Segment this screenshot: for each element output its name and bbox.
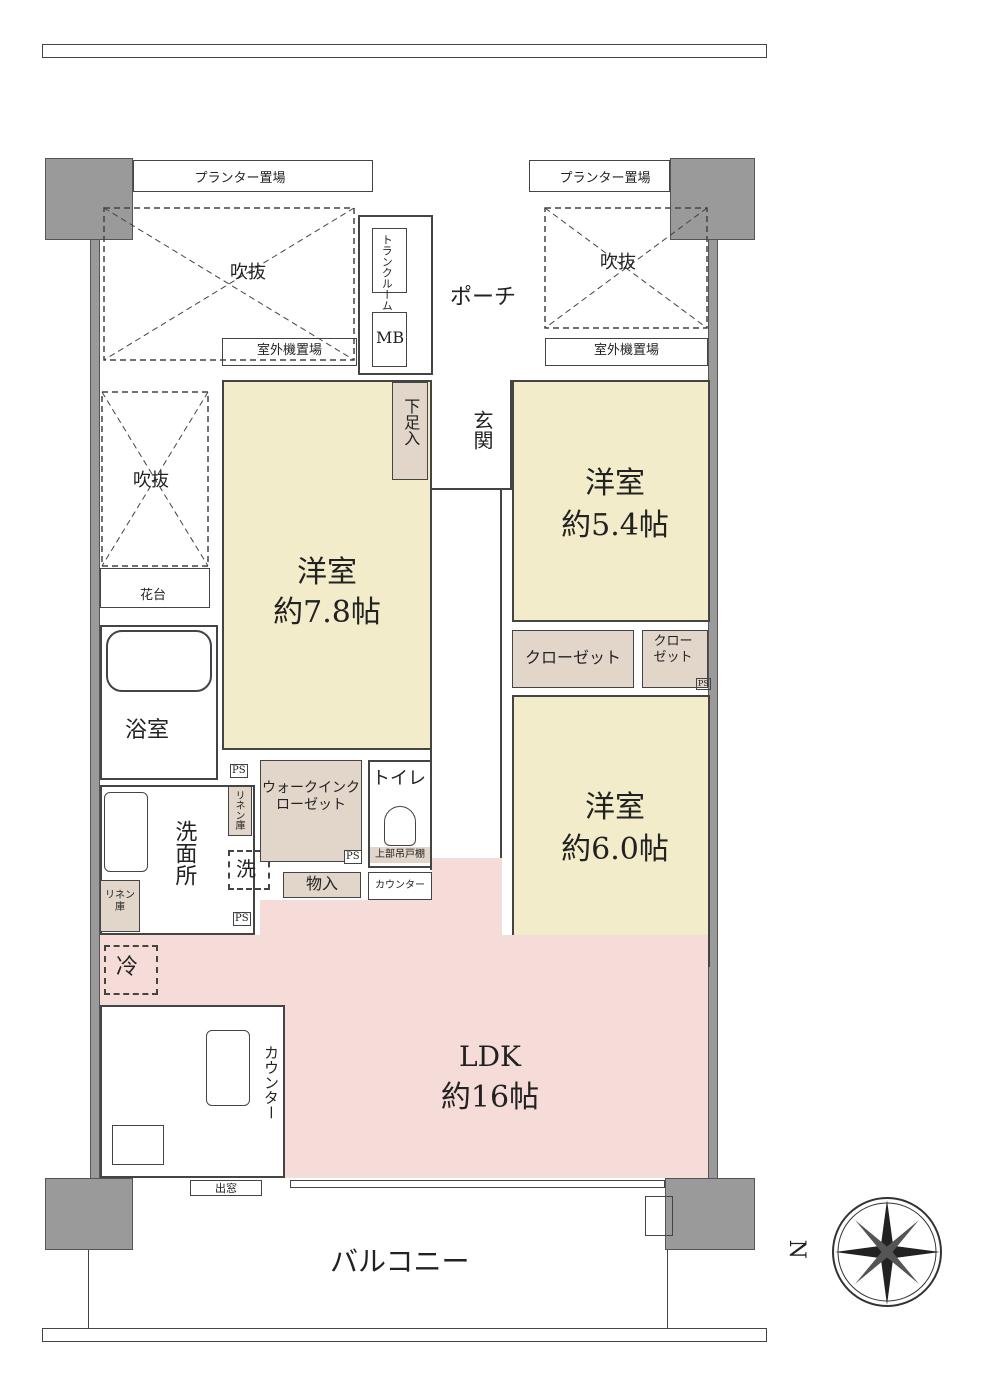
void-label-3: 吹抜 xyxy=(133,470,169,491)
room3-name: 洋室 xyxy=(585,790,645,825)
fridge-label: 冷 xyxy=(116,955,139,980)
planter-left-label: プランター置場 xyxy=(194,171,286,186)
void-cross xyxy=(544,207,708,329)
bottom-eave xyxy=(42,1328,767,1342)
left-wall xyxy=(90,160,100,1190)
north-label: N xyxy=(783,1239,809,1259)
outdoor-sink-icon xyxy=(645,1196,673,1236)
linen-1-label: リネン庫 xyxy=(233,790,244,830)
fridge-space xyxy=(104,945,158,995)
ps-2: PS xyxy=(233,912,251,926)
trunk-room xyxy=(372,228,407,293)
shoe-box xyxy=(392,382,428,480)
linen-2-label: リネン庫 xyxy=(105,890,135,913)
toilet-icon xyxy=(384,806,416,846)
closet-1-label: クローゼット xyxy=(524,648,621,667)
shoe-box-label: 下足入 xyxy=(401,398,421,446)
washroom-label: 洗面所 xyxy=(171,820,197,886)
balcony-label: バルコニー xyxy=(330,1245,470,1278)
planter-right-label: プランター置場 xyxy=(559,171,651,186)
bathroom xyxy=(100,625,218,780)
mb-label: MB xyxy=(376,328,405,347)
room1-name: 洋室 xyxy=(297,555,357,590)
column xyxy=(670,158,755,240)
room2-name: 洋室 xyxy=(585,466,645,501)
ldk-size: 約16帖 xyxy=(440,1080,540,1115)
ps-1: PS xyxy=(230,764,248,778)
western-room-2 xyxy=(512,380,710,622)
washroom xyxy=(100,785,255,935)
ps-3: PS xyxy=(344,850,362,864)
washer-space xyxy=(228,850,270,890)
void-cross xyxy=(103,207,355,361)
balcony xyxy=(88,1250,668,1328)
storage xyxy=(283,872,361,898)
washbasin-icon xyxy=(104,792,148,872)
compass-icon xyxy=(832,1197,942,1307)
outdoor-unit-right: 室外機置場 xyxy=(593,343,659,358)
toilet-label: トイレ xyxy=(372,768,426,789)
bath-label: 浴室 xyxy=(125,718,170,743)
walk-in-closet xyxy=(260,760,362,862)
void-label-1: 吹抜 xyxy=(230,262,266,283)
corridor xyxy=(430,490,502,870)
column xyxy=(45,158,133,240)
ps-4: PS xyxy=(696,678,711,690)
washer-label: 洗 xyxy=(236,857,256,881)
storage-label: 物入 xyxy=(305,874,338,893)
wic-label: ウォークインクローゼット xyxy=(262,780,360,813)
entrance-label: 玄関 xyxy=(470,410,494,450)
porch-label: ポーチ xyxy=(450,285,517,310)
outdoor-unit-left: 室外機置場 xyxy=(256,343,322,358)
ldk-name: LDK xyxy=(459,1040,521,1073)
kitchen-counter-label: カウンター xyxy=(262,1045,280,1120)
flower-bed-label: 花台 xyxy=(140,588,167,603)
void-cross xyxy=(101,391,209,567)
bay-window-label: 出窓 xyxy=(215,1182,237,1195)
mb xyxy=(372,312,407,367)
western-room-3 xyxy=(512,695,710,967)
trunk-room-label: トランクルーム xyxy=(380,234,394,311)
bathtub-icon xyxy=(106,630,212,692)
top-eave xyxy=(42,44,767,58)
closet-1 xyxy=(512,630,634,688)
upper-cabinet-label: 上部吊戸棚 xyxy=(375,849,425,860)
column xyxy=(45,1178,133,1250)
window xyxy=(290,1180,665,1188)
room3-size: 約6.0帖 xyxy=(561,832,669,867)
void-label-2: 吹抜 xyxy=(600,252,636,273)
closet-2-label: クローゼット xyxy=(653,634,693,665)
sink-icon xyxy=(206,1030,250,1106)
room2-size: 約5.4帖 xyxy=(561,508,669,543)
stove-icon xyxy=(112,1125,164,1165)
column xyxy=(665,1178,755,1250)
kitchen xyxy=(100,1005,285,1178)
counter-small-label: カウンター xyxy=(375,880,425,891)
room1-size: 約7.8帖 xyxy=(273,595,381,630)
